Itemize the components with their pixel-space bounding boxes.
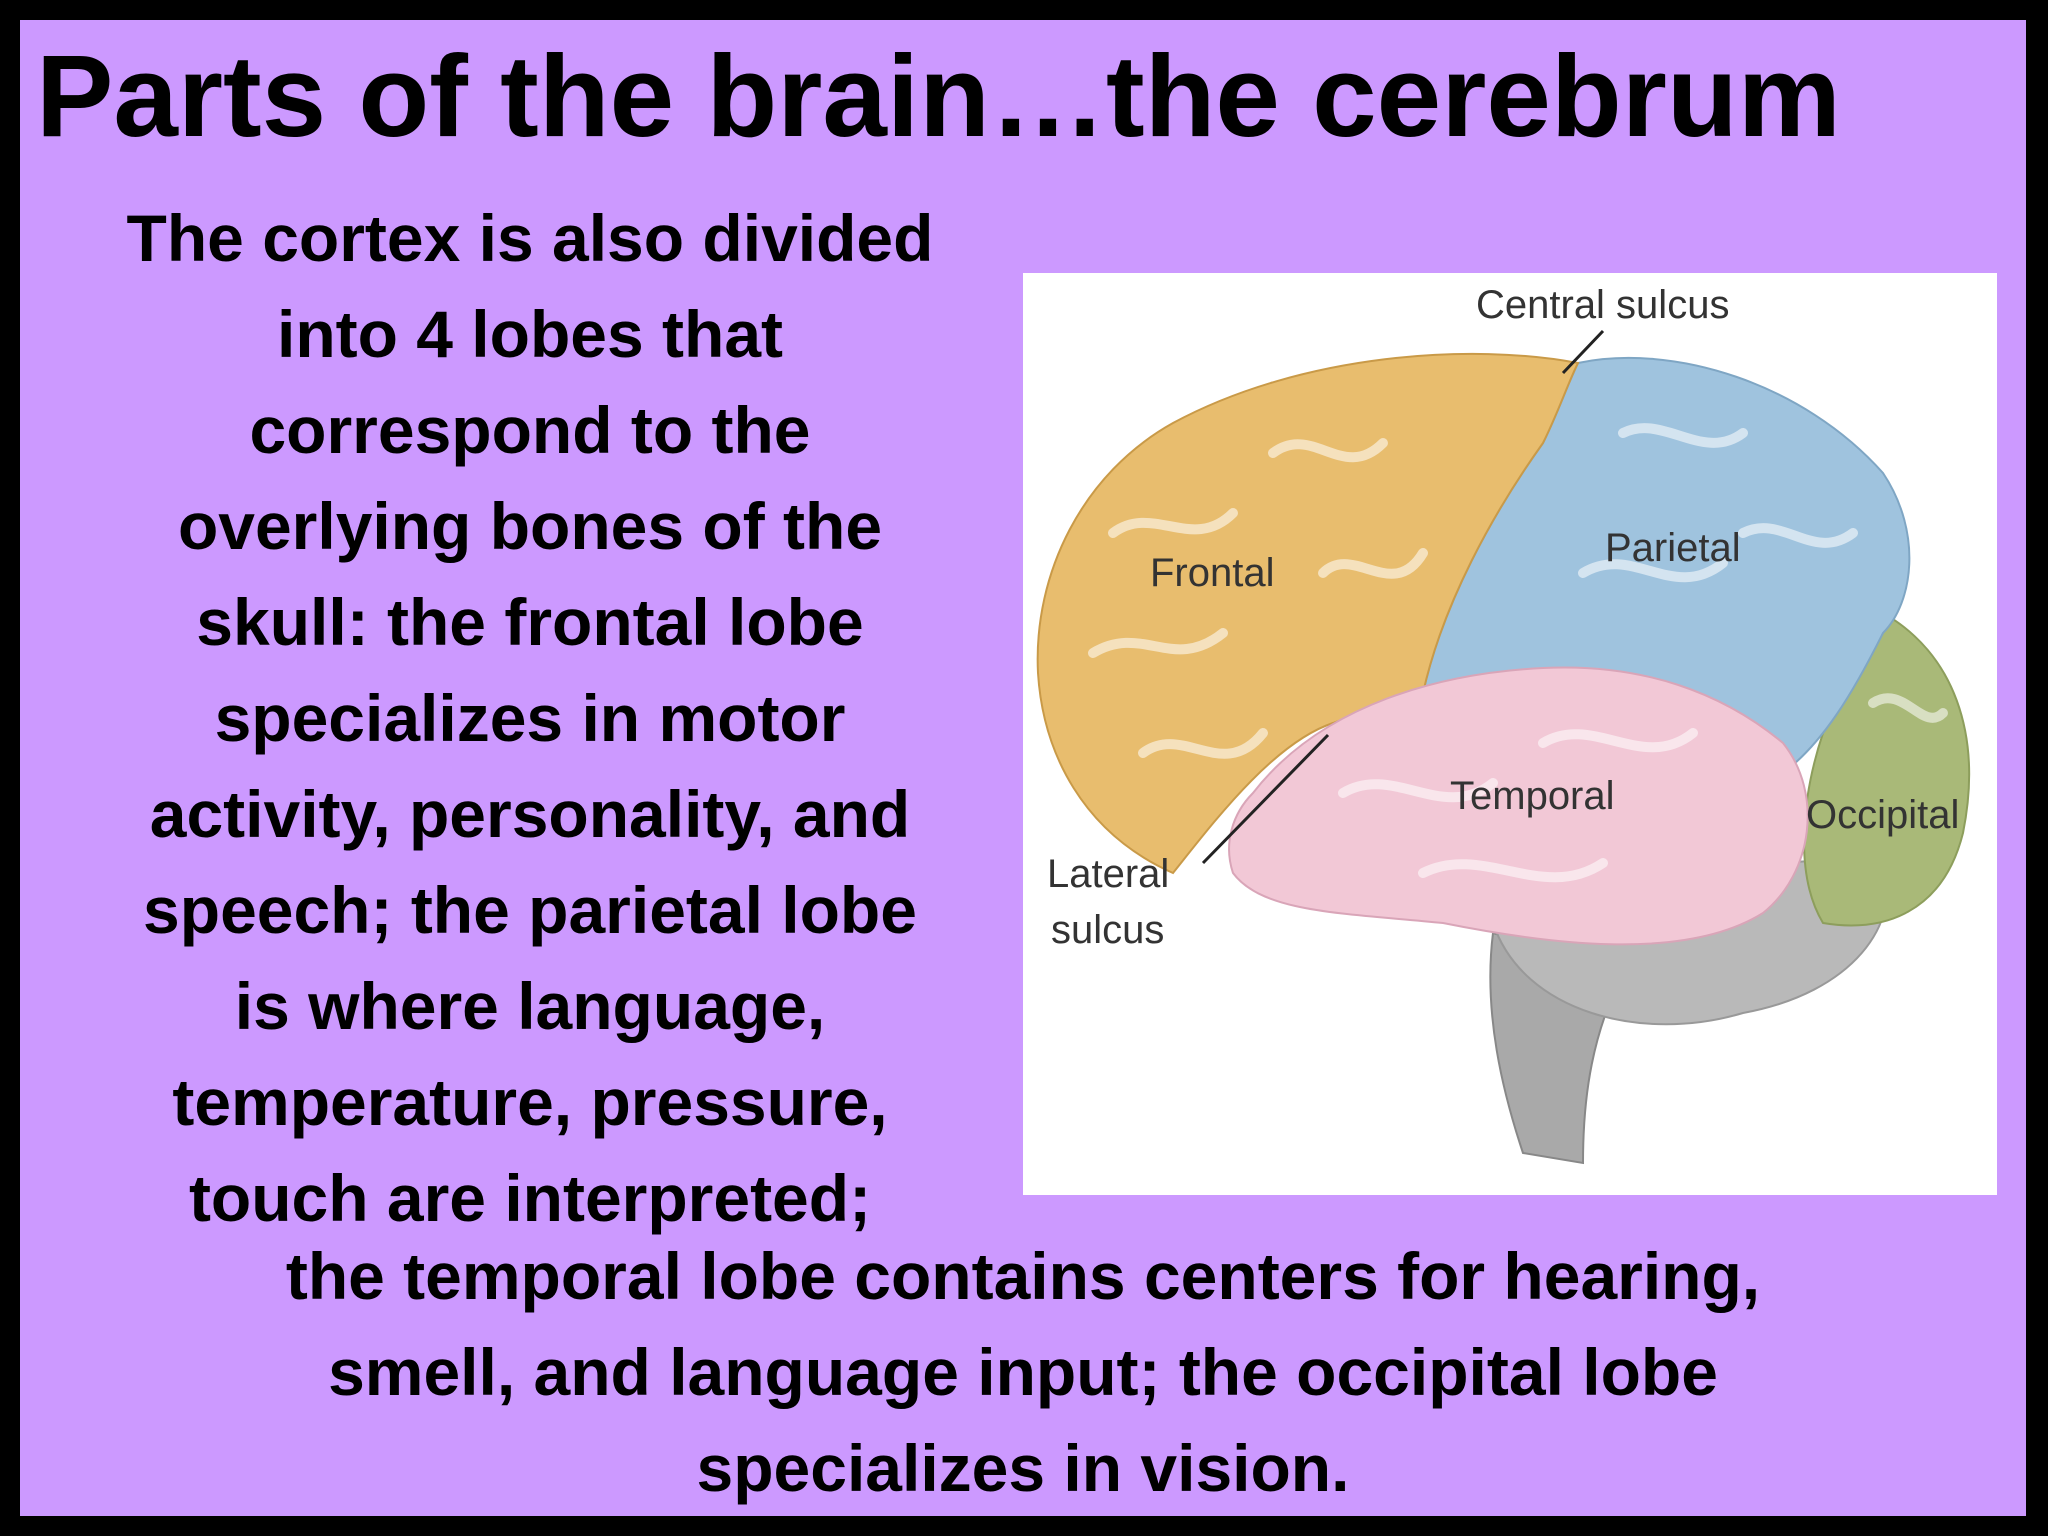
body-line: the temporal lobe contains centers for h…	[285, 1239, 1761, 1313]
body-line: into 4 lobes that	[276, 297, 784, 371]
body-line: temperature, pressure,	[172, 1065, 888, 1139]
body-text-bottom: the temporal lobe contains centers for h…	[20, 1228, 2026, 1516]
body-line: touch are interpreted;	[188, 1161, 872, 1235]
body-line: smell, and language input; the occipital…	[328, 1335, 1718, 1409]
lateral-sulcus-label-line2: sulcus	[1051, 908, 1164, 952]
temporal-label: Temporal	[1450, 774, 1615, 818]
occipital-label: Occipital	[1806, 793, 1959, 837]
body-line: overlying bones of the	[177, 489, 883, 563]
frontal-label: Frontal	[1150, 551, 1275, 595]
body-line: specializes in vision.	[696, 1431, 1350, 1505]
body-line: is where language,	[234, 969, 826, 1043]
slide: Parts of the brain…the cerebrum The cort…	[20, 20, 2026, 1516]
body-line: speech; the parietal lobe	[143, 873, 917, 947]
lateral-sulcus-label-line1: Lateral	[1047, 852, 1169, 896]
body-line: The cortex is also divided	[126, 201, 934, 275]
lateral-sulcus-pointer	[1201, 733, 1330, 865]
body-line: specializes in motor	[214, 681, 846, 755]
gyri-texture	[1088, 423, 1948, 883]
body-line: skull: the frontal lobe	[196, 585, 864, 659]
body-line: correspond to the	[249, 393, 811, 467]
parietal-label: Parietal	[1605, 526, 1741, 570]
brain-illustration: Central sulcus Frontal Parietal Temporal…	[1036, 283, 1970, 1165]
brain-diagram: Central sulcus Frontal Parietal Temporal…	[1023, 273, 1997, 1195]
temporal-lobe	[1228, 666, 1809, 946]
body-line: activity, personality, and	[149, 777, 911, 851]
slide-title: Parts of the brain…the cerebrum	[36, 31, 1841, 161]
central-sulcus-label: Central sulcus	[1476, 283, 1729, 327]
central-sulcus-pointer	[1561, 329, 1605, 375]
body-text-left: The cortex is also divided into 4 lobes …	[30, 190, 1030, 1246]
